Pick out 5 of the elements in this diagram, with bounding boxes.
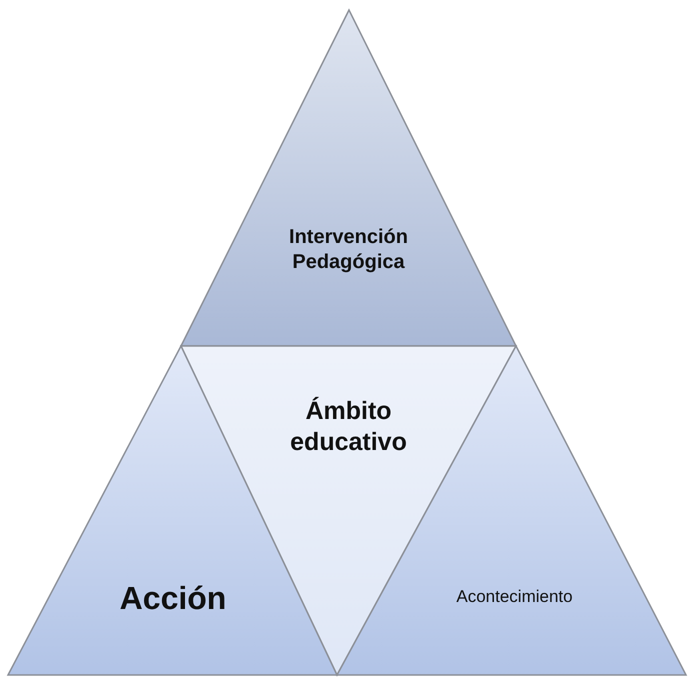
triangle-panel <box>181 10 516 346</box>
triangle-label: Acontecimiento <box>455 586 574 608</box>
triangle-label: Acción <box>118 579 228 618</box>
triangle-label: Intervención Pedagógica <box>288 225 409 275</box>
triangle-label: Ámbito educativo <box>289 396 408 458</box>
